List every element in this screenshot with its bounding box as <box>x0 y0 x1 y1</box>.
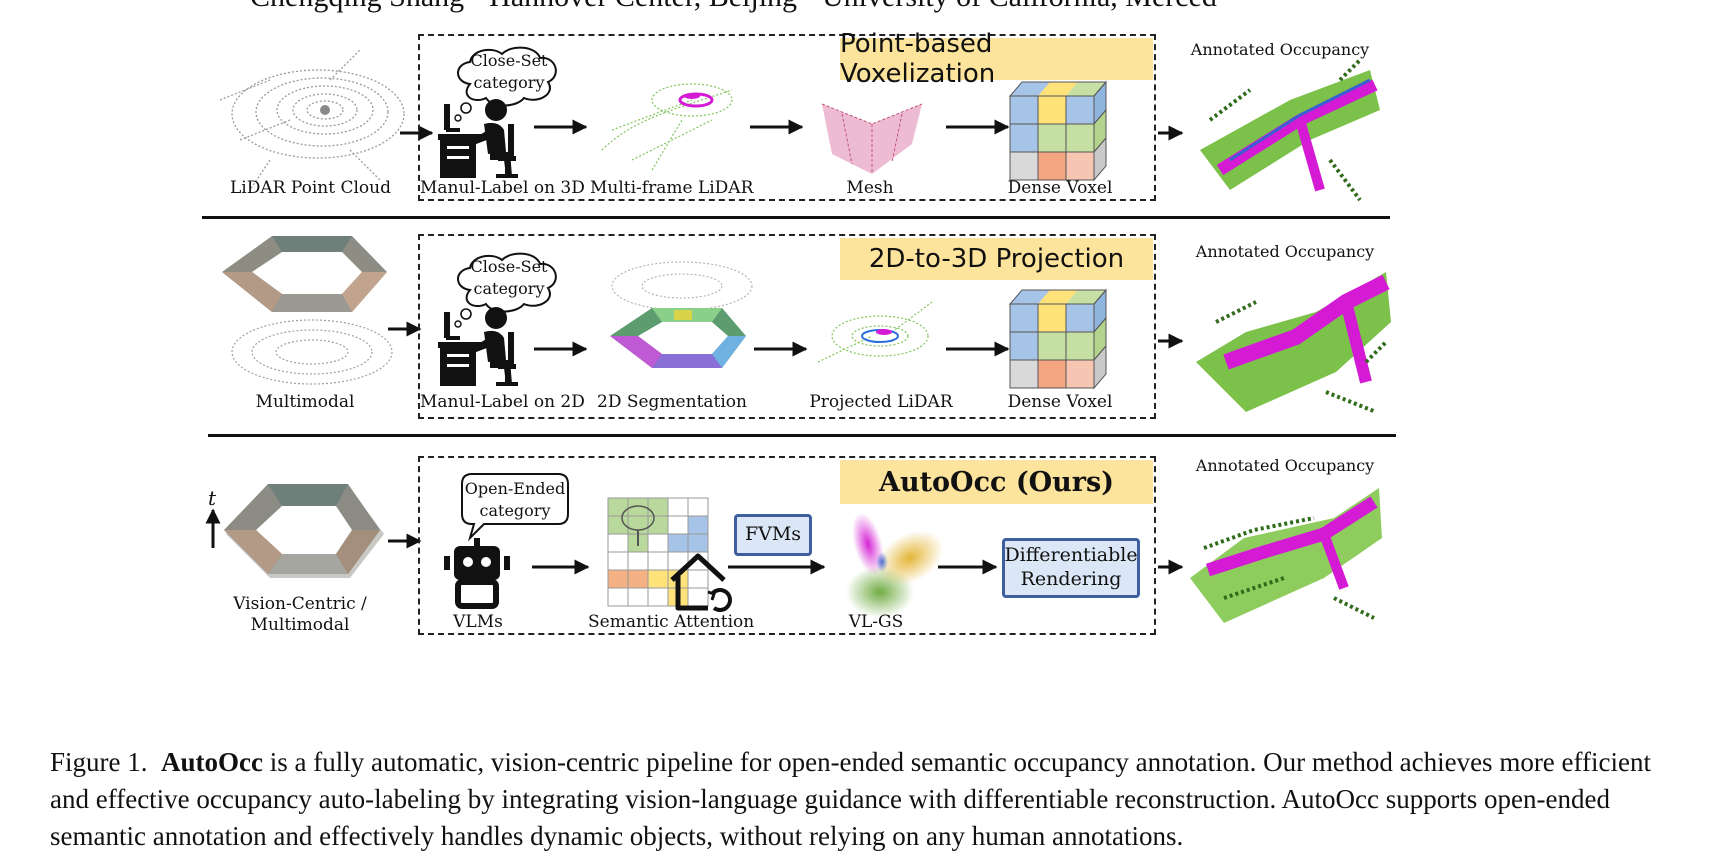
lidar-scan-icon <box>219 49 405 191</box>
annotated-occupancy-image <box>1200 58 1380 202</box>
output-label: Annotated Occupancy <box>1195 242 1375 261</box>
step-label: Semantic Attention <box>588 612 755 632</box>
arrow <box>532 559 590 575</box>
step-label: VL-GS <box>848 612 904 632</box>
row-divider <box>202 216 1390 219</box>
output-label: Annotated Occupancy <box>1195 456 1375 475</box>
projected-lidar-image <box>817 301 933 363</box>
house-refresh-icon <box>670 553 732 612</box>
segmentation-image <box>610 261 753 368</box>
arrow <box>750 119 804 135</box>
speech-bubble-icon <box>461 473 569 542</box>
arrow <box>946 119 1010 135</box>
caption-prefix: Figure 1. <box>50 747 148 777</box>
arrow <box>534 119 588 135</box>
time-axis-label: t <box>208 486 217 510</box>
robot-icon <box>444 538 510 609</box>
step-label: Manul-Label on 2D <box>420 392 585 412</box>
annotator-at-desk-icon <box>438 99 518 178</box>
input-label: LiDAR Point Cloud <box>230 178 391 198</box>
voxel-cube-icon <box>1009 81 1107 181</box>
step-label: VLMs <box>453 612 503 632</box>
arrow <box>1158 333 1184 349</box>
annotator-at-desk-icon <box>438 307 518 386</box>
method-banner: Point-based Voxelization <box>840 29 1153 89</box>
pipeline-box <box>418 456 1156 635</box>
method-banner: AutoOcc (Ours) <box>840 460 1153 504</box>
output-label: Annotated Occupancy <box>1190 40 1370 59</box>
step-label: Dense Voxel <box>1007 178 1113 198</box>
caption-text: is a fully automatic, vision-centric pip… <box>50 747 1651 851</box>
step-label: Dense Voxel <box>1007 392 1113 412</box>
arrow <box>388 321 422 337</box>
step-label: 2D Segmentation <box>597 392 747 412</box>
method-banner: 2D-to-3D Projection <box>840 238 1153 280</box>
arrow <box>946 341 1010 357</box>
arrow <box>388 533 422 549</box>
multi-frame-lidar-image <box>601 83 733 171</box>
annotated-occupancy-image <box>1196 272 1391 414</box>
arrow <box>938 559 998 575</box>
mesh-image <box>821 103 923 174</box>
arrow <box>1158 559 1184 575</box>
row-divider <box>208 434 1396 437</box>
arrow <box>1158 125 1184 141</box>
caption-bold: AutoOcc <box>161 747 263 777</box>
arrow <box>728 559 826 575</box>
voxel-cube-icon <box>1009 289 1107 389</box>
time-axis-arrow <box>205 508 221 548</box>
header-cropped-text: Chengqing Shang · Hannover Center, Beiji… <box>250 0 1500 14</box>
step-label: Projected LiDAR <box>809 392 953 412</box>
arrow <box>754 341 808 357</box>
fvms-box: FVMs <box>734 514 812 556</box>
input-label: Vision-Centric /Multimodal <box>233 594 367 635</box>
step-label: Multi-frame LiDAR <box>590 178 754 198</box>
step-label: Mesh <box>846 178 894 198</box>
camera-ring-icon <box>224 484 384 578</box>
annotated-occupancy-image <box>1190 488 1382 623</box>
pipeline-box <box>418 34 1156 201</box>
pipeline-box <box>418 234 1156 419</box>
figure-caption: Figure 1. AutoOcc is a fully automatic, … <box>50 744 1680 855</box>
camera-ring-icon <box>222 236 393 385</box>
gaussian-blobs-icon <box>846 512 944 618</box>
arrow <box>400 125 434 141</box>
input-label: Multimodal <box>255 392 355 412</box>
step-label: Manul-Label on 3D <box>420 178 585 198</box>
arrow <box>534 341 588 357</box>
